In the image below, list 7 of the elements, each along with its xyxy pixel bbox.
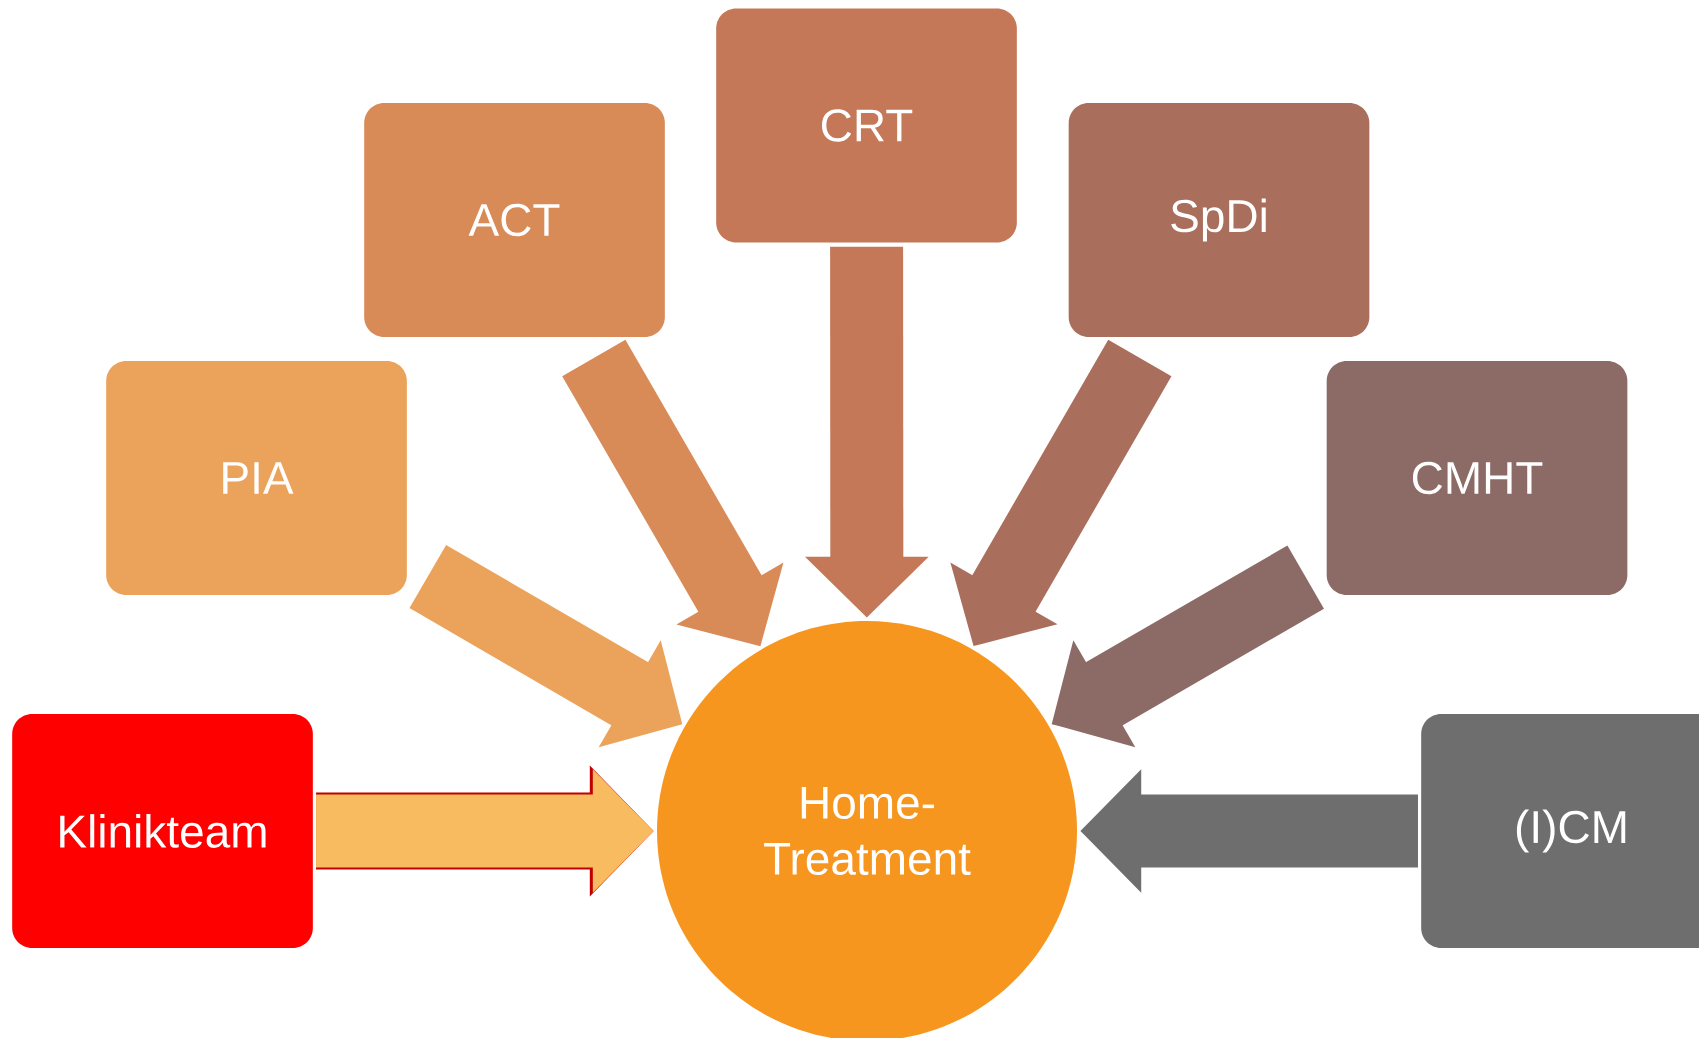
- team-box: Klinikteam: [12, 714, 313, 948]
- team-box: CMHT: [1326, 361, 1628, 595]
- team-box: ACT: [364, 103, 665, 337]
- team-box: (I)CM: [1421, 714, 1699, 948]
- team-box: SpDi: [1068, 103, 1370, 337]
- team-box: CRT: [716, 8, 1017, 243]
- team-box: PIA: [106, 361, 407, 595]
